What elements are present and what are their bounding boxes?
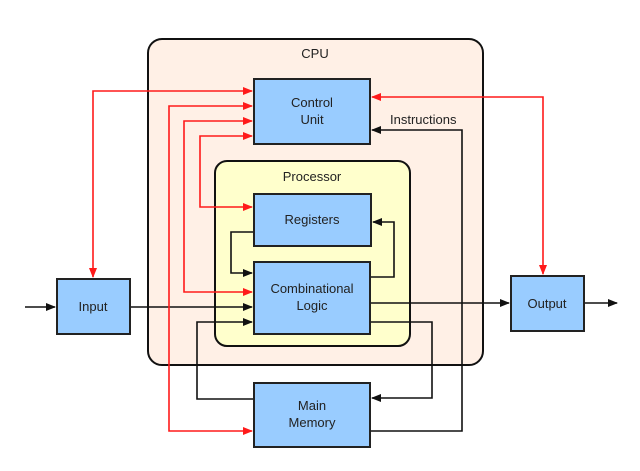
control-unit-block: Control Unit	[253, 78, 371, 145]
registers-block: Registers	[253, 193, 372, 247]
cpu-label: CPU	[301, 46, 328, 61]
wire-control-registers	[199, 132, 253, 211]
combinational-logic-label-line2: Logic	[296, 298, 328, 313]
wire-control-memory	[168, 102, 253, 435]
registers-label: Registers	[285, 212, 340, 227]
input-block: Input	[56, 278, 131, 335]
processor-label: Processor	[283, 169, 342, 184]
wire-control-output	[371, 93, 547, 275]
combinational-logic-block: Combinational Logic	[253, 261, 371, 335]
instructions-label: Instructions	[390, 112, 457, 127]
control-wires	[89, 87, 547, 435]
output-block: Output	[510, 275, 585, 332]
main-memory-label-line2: Memory	[289, 415, 336, 430]
combinational-logic-label-line1: Combinational	[270, 281, 353, 296]
control-unit-label-line1: Control	[291, 95, 333, 110]
control-unit-label-line2: Unit	[300, 112, 324, 127]
wire-control-logic	[183, 117, 253, 296]
wire-memory-to-logic	[196, 318, 254, 400]
wire-control-input	[89, 87, 253, 278]
main-memory-block: Main Memory	[253, 382, 371, 448]
input-label: Input	[79, 299, 108, 314]
wire-logic-to-memory	[370, 321, 433, 402]
main-memory-label-line1: Main	[298, 398, 326, 413]
output-label: Output	[527, 296, 566, 311]
